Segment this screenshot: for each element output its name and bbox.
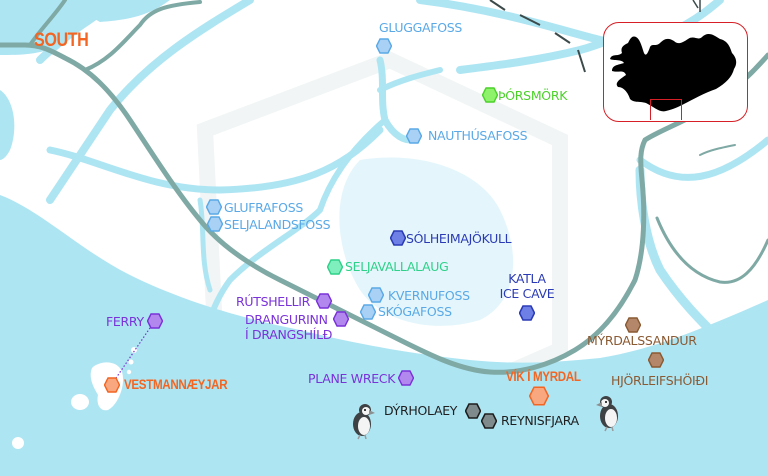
label-seljavallalaug[interactable]: SELJAVALLALAUG (345, 259, 449, 274)
label-rutshellir[interactable]: RÚTSHELLIR (236, 294, 311, 309)
label-hjorleifshofdi[interactable]: HJÖRLEIFSHÖIÐI (611, 373, 709, 388)
marker-glufrafoss[interactable] (206, 199, 222, 215)
iceland-silhouette-icon (610, 33, 737, 112)
marker-hjorleifshofdi[interactable] (648, 352, 664, 368)
label-gluggafoss[interactable]: GLUGGAFOSS (379, 20, 462, 35)
marker-skogafoss[interactable] (360, 304, 376, 320)
hexagon-marker-icon (465, 403, 481, 419)
label-vik[interactable]: VÍK Í MYRDAL (506, 369, 581, 384)
marker-drangurinn[interactable] (333, 311, 349, 327)
marker-nauthusafoss[interactable] (406, 128, 422, 144)
glacier-area (339, 157, 514, 326)
hexagon-marker-icon (316, 293, 332, 309)
marker-solheimajokull[interactable] (390, 230, 406, 246)
marker-seljalandsfoss[interactable] (207, 216, 223, 232)
label-dyrholaey[interactable]: DÝRHOLAEY (384, 403, 458, 418)
label-glufrafoss[interactable]: GLUFRAFOSS (224, 200, 303, 215)
label-drangurinn-line2[interactable]: Í DRANGSHÍLÐ (245, 327, 333, 342)
hexagon-marker-icon (519, 305, 535, 321)
hexagon-marker-icon (368, 287, 384, 303)
marker-gluggafoss[interactable] (376, 38, 392, 54)
hexagon-marker-icon (327, 259, 343, 275)
marker-rutshellir[interactable] (316, 293, 332, 309)
marker-kvernufoss[interactable] (368, 287, 384, 303)
ocean (0, 195, 768, 476)
puffin-icon (353, 404, 375, 440)
hexagon-marker-icon (398, 370, 414, 386)
label-kvernufoss[interactable]: KVERNUFOSS (388, 288, 470, 303)
label-drangurinn-line1[interactable]: DRANGURINN (245, 312, 328, 327)
hexagon-marker-icon (625, 317, 641, 333)
label-vestmannaeyjar[interactable]: VESTMANNÆYJAR (124, 377, 228, 392)
label-plane-wreck[interactable]: PLANE WRECK (308, 371, 396, 386)
hexagon-marker-icon (481, 413, 497, 429)
hexagon-marker-icon (360, 304, 376, 320)
hexagon-marker-icon (648, 352, 664, 368)
region-title: SOUTH (34, 30, 89, 51)
hexagon-marker-icon (104, 377, 120, 393)
marker-thorsmork[interactable] (482, 87, 498, 103)
label-katla-line1[interactable]: KATLA (508, 271, 546, 286)
hexagon-marker-icon (390, 230, 406, 246)
marker-plane-wreck[interactable] (398, 370, 414, 386)
marker-katla-ice-cave[interactable] (519, 305, 535, 321)
hexagon-marker-icon (406, 128, 422, 144)
marker-reynisfjara[interactable] (481, 413, 497, 429)
iceland-inset-map[interactable] (603, 22, 748, 122)
marker-vik[interactable] (529, 386, 549, 406)
label-solheimajokull[interactable]: SÓLHEIMAJÖKULL (406, 231, 512, 246)
marker-ferry[interactable] (147, 313, 163, 329)
hexagon-marker-icon (206, 199, 222, 215)
label-reynisfjara[interactable]: REYNISFJARA (501, 413, 579, 428)
marker-vestmannaeyjar[interactable] (104, 377, 120, 393)
hexagon-marker-icon (482, 87, 498, 103)
label-skogafoss[interactable]: SKÓGAFOSS (378, 304, 452, 319)
label-katla-line2[interactable]: ICE CAVE (499, 286, 555, 301)
hexagon-marker-icon (529, 386, 549, 406)
marker-seljavallalaug[interactable] (327, 259, 343, 275)
inset-highlight-box (650, 99, 682, 120)
marker-dyrholaey[interactable] (465, 403, 481, 419)
marker-myrdalssandur[interactable] (625, 317, 641, 333)
hexagon-marker-icon (333, 311, 349, 327)
hexagon-marker-icon (147, 313, 163, 329)
label-ferry[interactable]: FERRY (106, 314, 144, 329)
label-nauthusafoss[interactable]: NAUTHÚSAFOSS (428, 128, 528, 143)
puffin-icon (596, 396, 618, 432)
label-myrdalssandur[interactable]: MÝRDALSSANDUR (587, 333, 697, 348)
hexagon-marker-icon (207, 216, 223, 232)
label-thorsmork[interactable]: ÞÓRSMÖRK (498, 88, 568, 103)
label-seljalandsfoss[interactable]: SELJALANDSFOSS (224, 217, 331, 232)
hexagon-marker-icon (376, 38, 392, 54)
